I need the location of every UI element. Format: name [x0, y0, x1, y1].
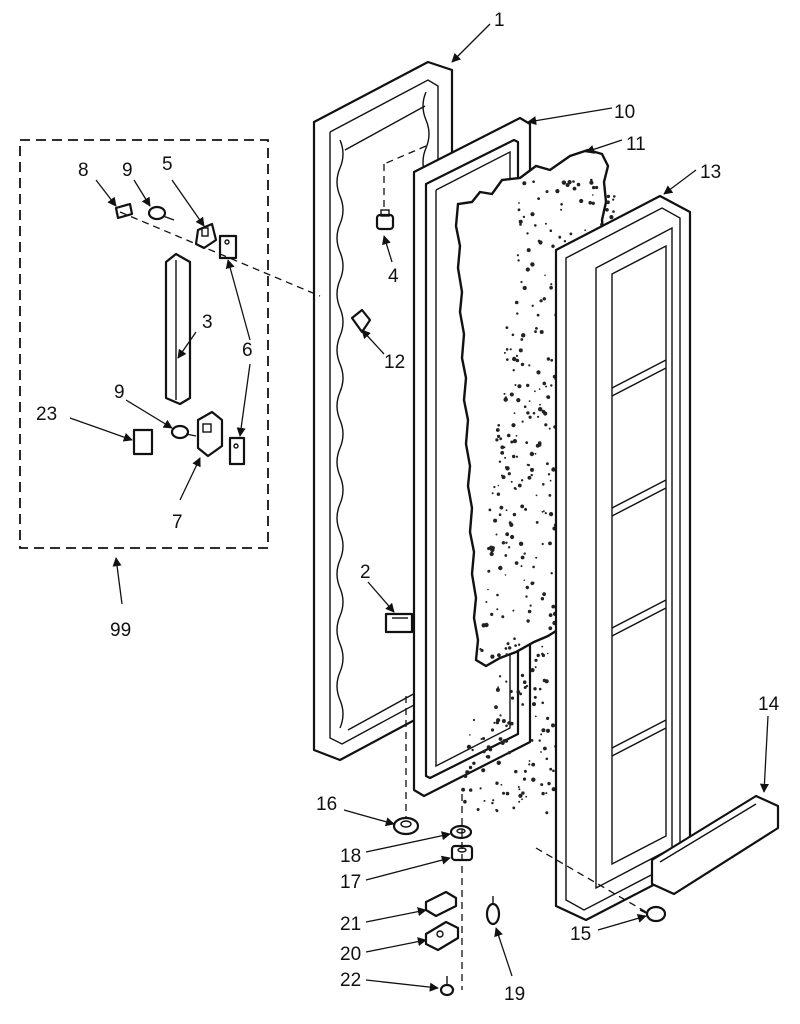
washer [449, 824, 473, 840]
callout-10: 10 [614, 102, 635, 123]
inner-door-liner [554, 194, 692, 922]
callout-12: 12 [384, 352, 405, 373]
callout-1: 1 [494, 10, 505, 31]
callout-23: 23 [36, 404, 57, 425]
callout-8: 8 [78, 160, 89, 181]
callout-9-top: 9 [122, 160, 133, 181]
screw-15 [639, 905, 667, 923]
plug [375, 209, 395, 231]
bottom-hinge [424, 920, 460, 952]
hinge-kit-box [19, 139, 269, 549]
callout-6: 6 [242, 340, 253, 361]
callout-7: 7 [172, 512, 183, 533]
callout-21: 21 [340, 914, 361, 935]
callout-4: 4 [388, 266, 399, 287]
callout-20: 20 [340, 944, 361, 965]
callout-11: 11 [626, 134, 646, 155]
plate-8 [114, 202, 134, 220]
top-hinge-5 [194, 222, 218, 250]
callout-22: 22 [340, 970, 361, 991]
clip [350, 308, 372, 334]
callout-17: 17 [340, 872, 361, 893]
callout-99: 99 [110, 620, 131, 641]
shim-6-bottom [228, 436, 246, 466]
callout-15: 15 [570, 924, 591, 945]
screw-22 [439, 976, 455, 997]
screw-9-bottom [170, 424, 197, 440]
screw-19 [485, 896, 501, 926]
door-stop-bracket [384, 612, 414, 634]
shim-6-top [218, 234, 238, 260]
callout-2: 2 [360, 562, 371, 583]
callout-13: 13 [700, 162, 721, 183]
hinge-cover-3 [164, 252, 192, 406]
cap-23 [132, 428, 154, 456]
screw-9-top [147, 205, 175, 221]
callout-16: 16 [316, 794, 337, 815]
bottom-hinge-7 [196, 410, 224, 458]
callout-3: 3 [202, 312, 213, 333]
shim [424, 890, 458, 918]
callout-18: 18 [340, 846, 361, 867]
bushing [392, 816, 420, 836]
callout-9-bottom: 9 [114, 382, 125, 403]
callout-14: 14 [758, 694, 780, 715]
callout-19: 19 [504, 984, 525, 1005]
door-bin [650, 794, 780, 896]
callout-5: 5 [162, 154, 173, 175]
